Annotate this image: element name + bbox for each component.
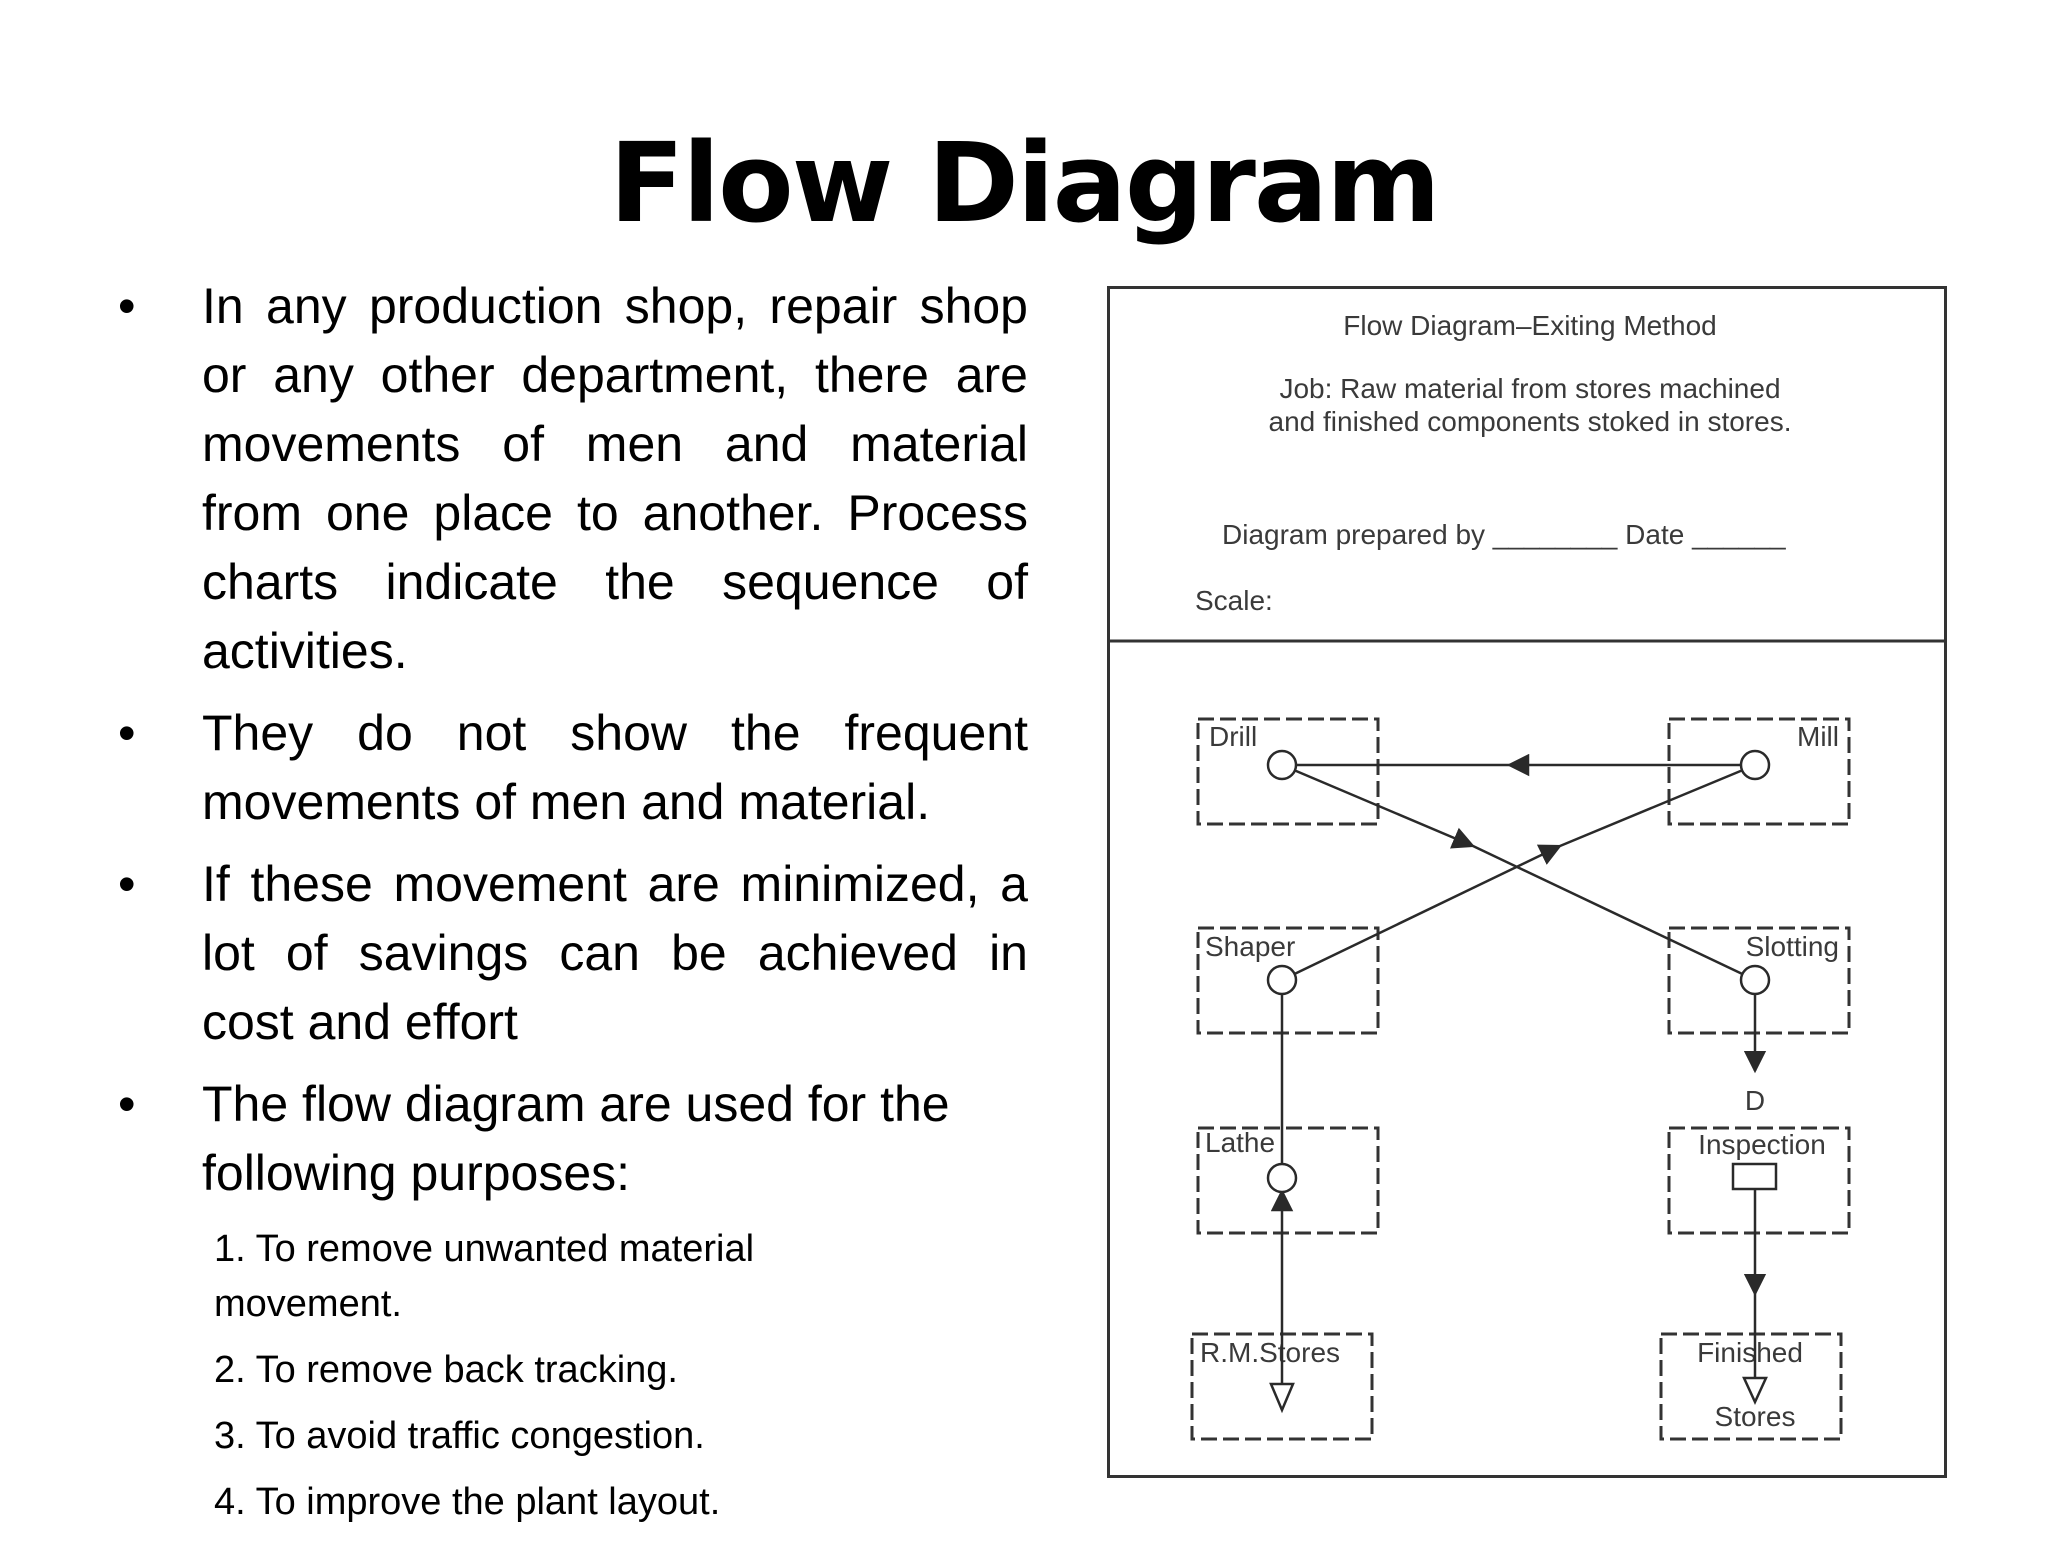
- figure-frame: [1107, 286, 1947, 1478]
- purpose-item: 2. To remove back tracking.: [214, 1349, 678, 1391]
- flow-arrow-shaper-mill: [1281, 844, 1563, 982]
- bullet-item: • The flow diagram are used for the foll…: [118, 1070, 1028, 1208]
- stores-label: Stores: [1715, 1401, 1796, 1432]
- lathe-box: [1196, 1126, 1380, 1235]
- bullet-marker: •: [118, 856, 136, 912]
- figure-job-line-2: and finished components stoked in stores…: [1269, 406, 1792, 437]
- mill-box: [1667, 717, 1851, 826]
- finished-stores-box: [1659, 1332, 1843, 1441]
- flow-diagram-figure: Flow Diagram–Exiting Method Job: Raw mat…: [1107, 286, 1947, 1478]
- mill-operation-circle: [1739, 749, 1771, 781]
- slotting-box: [1667, 926, 1851, 1035]
- shaper-label: Shaper: [1205, 931, 1295, 962]
- bullet-text: The flow diagram are used for the follow…: [202, 1076, 950, 1201]
- bullet-marker: •: [118, 278, 136, 334]
- figure-job-line-1: Job: Raw material from stores machined: [1279, 373, 1780, 404]
- bullet-item: • They do not show the frequent movement…: [118, 699, 1028, 837]
- finished-storage-triangle: [1742, 1376, 1768, 1406]
- inspection-box: [1667, 1126, 1851, 1235]
- flow-arrow-drill-slotting: [1281, 763, 1476, 849]
- bullet-item: • In any production shop, repair shop or…: [118, 272, 1028, 686]
- bullet-text: If these movement are minimized, a lot o…: [202, 856, 1028, 1050]
- inspection-square: [1731, 1162, 1778, 1191]
- delay-symbol: D: [1745, 1085, 1765, 1116]
- drill-label: Drill: [1209, 721, 1257, 752]
- bullet-text: They do not show the frequent movements …: [202, 705, 1028, 830]
- bullet-marker: •: [118, 1076, 136, 1132]
- drill-operation-circle: [1266, 749, 1298, 781]
- purpose-list: 1. To remove unwanted material movement.…: [214, 1222, 864, 1541]
- shaper-box: [1196, 926, 1380, 1035]
- bullet-marker: •: [118, 705, 136, 761]
- drill-box: [1196, 717, 1380, 826]
- purpose-item: 1. To remove unwanted material movement.: [214, 1228, 755, 1325]
- bullet-list: • In any production shop, repair shop or…: [118, 272, 1028, 1221]
- slotting-operation-circle: [1739, 964, 1771, 996]
- flow-diagram-svg: Flow Diagram–Exiting Method Job: Raw mat…: [1107, 286, 1947, 1478]
- rm-storage-triangle: [1269, 1382, 1295, 1414]
- purpose-item: 4. To improve the plant layout.: [214, 1481, 721, 1523]
- flow-line-drill-slotting: [1472, 844, 1756, 982]
- finished-label: Finished: [1697, 1337, 1803, 1368]
- bullet-text: In any production shop, repair shop or a…: [202, 278, 1028, 679]
- lathe-operation-circle: [1266, 1162, 1298, 1194]
- flow-line-shaper-mill: [1559, 763, 1756, 848]
- slotting-label: Slotting: [1746, 931, 1839, 962]
- figure-title: Flow Diagram–Exiting Method: [1343, 310, 1717, 341]
- figure-prepared-by: Diagram prepared by ________ Date ______: [1222, 519, 1786, 550]
- slide-title: Flow Diagram: [609, 119, 1440, 247]
- mill-label: Mill: [1797, 721, 1839, 752]
- rm-stores-label: R.M.Stores: [1200, 1337, 1340, 1368]
- inspection-label: Inspection: [1698, 1129, 1826, 1160]
- shaper-operation-circle: [1266, 964, 1298, 996]
- bullet-item: • If these movement are minimized, a lot…: [118, 850, 1028, 1057]
- lathe-label: Lathe: [1205, 1127, 1275, 1158]
- purpose-item: 3. To avoid traffic congestion.: [214, 1415, 705, 1457]
- figure-scale: Scale:: [1195, 585, 1273, 616]
